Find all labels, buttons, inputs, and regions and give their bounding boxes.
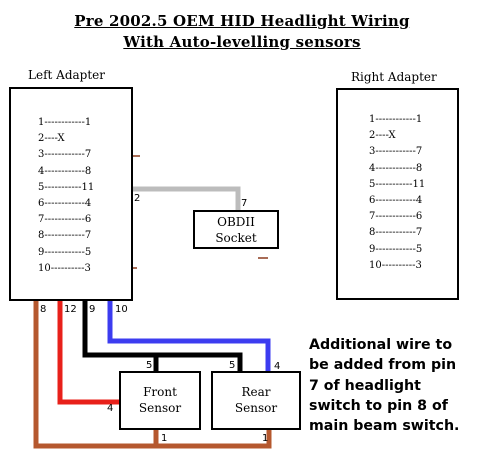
right-pin-8: 8------------7: [369, 227, 423, 239]
red-wire: [57, 300, 119, 405]
right-pin-10: 10----------3: [369, 259, 422, 271]
wire-number-grey-right: 7: [241, 198, 248, 209]
wire-number-adapter-10: 10: [115, 304, 128, 315]
right-pin-5: 5-----------11: [369, 178, 426, 190]
left-adapter-box: [9, 87, 133, 301]
rear-sensor-line1: Rear: [241, 385, 271, 399]
right-pin-3: 3------------7: [369, 146, 423, 158]
right-adapter-pins: 1------------1 2----X 3------------7 4--…: [369, 112, 425, 274]
wire-number-grey-left: 2: [134, 193, 141, 204]
black-wire: [82, 300, 243, 373]
wire-number-rear-5: 5: [229, 360, 236, 371]
left-pin-9: 9------------5: [38, 246, 92, 258]
right-pin-9: 9------------5: [369, 243, 423, 255]
left-pin-10: 10----------3: [38, 262, 91, 274]
obd-socket-line2: Socket: [215, 231, 257, 245]
wire-number-adapter-8: 8: [40, 304, 47, 315]
left-pin-5: 5-----------11: [38, 181, 95, 193]
note-line-2: be added from pin: [309, 357, 457, 374]
left-pin-7: 7------------6: [38, 214, 92, 226]
right-adapter-label: Right Adapter: [351, 70, 437, 84]
right-pin-4: 4------------8: [369, 162, 423, 174]
grey-wire: [132, 186, 241, 211]
front-sensor-line2: Sensor: [138, 401, 182, 415]
blue-wire: [107, 300, 271, 373]
note-line-4: switch to pin 8 of: [309, 397, 448, 414]
note-line-3: 7 of headlight: [309, 377, 421, 394]
title-line-1: Pre 2002.5 OEM HID Headlight Wiring: [74, 12, 410, 30]
left-pin-8: 8------------7: [38, 230, 92, 242]
left-adapter-label: Left Adapter: [28, 68, 105, 82]
right-pin-7: 7------------6: [369, 211, 423, 223]
rear-sensor: Rear Sensor: [211, 371, 301, 430]
left-adapter-pins: 1------------1 2----X 3------------7 4--…: [38, 115, 94, 277]
right-pin-2: 2----X: [369, 130, 396, 142]
right-pin-1: 1------------1: [369, 114, 423, 125]
wire-number-front-4: 4: [107, 403, 114, 414]
left-pin-6: 6------------4: [38, 198, 92, 210]
note-line-1: Additional wire to: [309, 337, 453, 353]
left-pin-1: 1------------1: [38, 117, 92, 128]
obd-socket: OBDII Socket: [193, 210, 279, 249]
right-adapter-box: [336, 88, 459, 300]
wire-number-rear-4: 4: [274, 361, 281, 372]
wire-number-adapter-9: 9: [89, 304, 96, 315]
left-pin-2: 2----X: [38, 133, 65, 145]
front-sensor: Front Sensor: [119, 371, 201, 430]
obd-socket-line1: OBDII: [217, 215, 255, 229]
left-pin-3: 3------------7: [38, 149, 92, 161]
wire-number-rear-1: 1: [262, 433, 269, 444]
note-line-5: main beam switch.: [309, 418, 460, 435]
brown-wire: [33, 300, 272, 449]
title-line-2: With Auto-levelling sensors: [123, 33, 361, 51]
wire-number-front-5: 5: [146, 360, 153, 371]
additional-wire-note: Additional wire to be added from pin 7 o…: [309, 335, 484, 436]
wire-number-adapter-12: 12: [64, 304, 77, 315]
right-pin-6: 6------------4: [369, 195, 423, 207]
rear-sensor-line2: Sensor: [234, 401, 278, 415]
front-sensor-line1: Front: [143, 385, 177, 399]
wire-number-front-1: 1: [161, 433, 168, 444]
left-pin-4: 4------------8: [38, 165, 92, 177]
